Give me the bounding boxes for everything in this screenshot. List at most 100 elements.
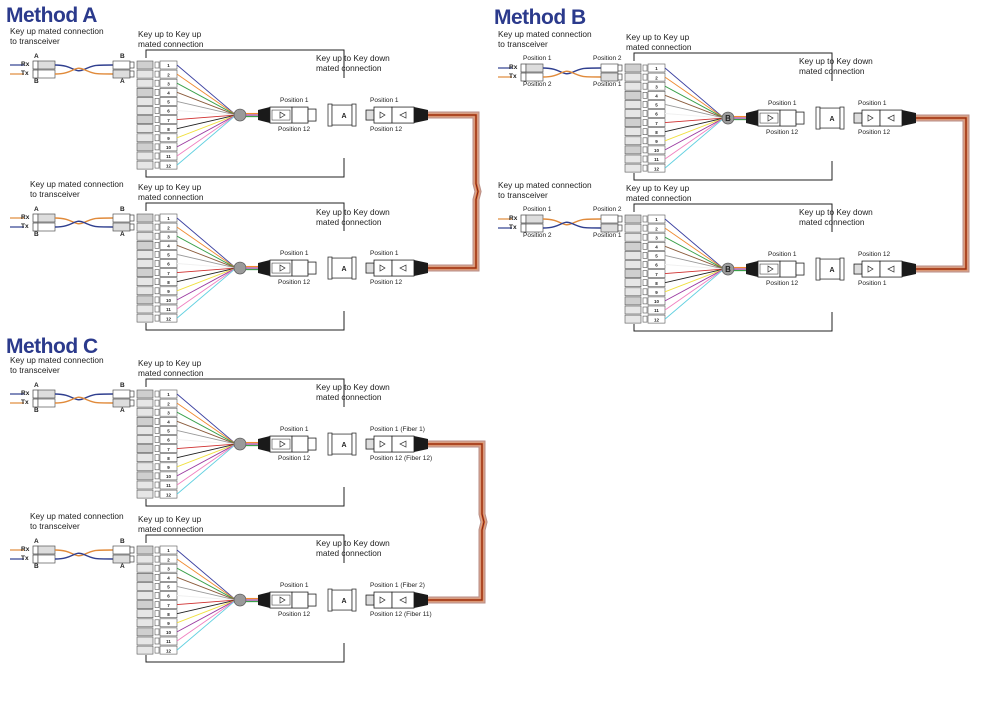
adapter-port	[136, 222, 154, 232]
mpo-coupling	[291, 106, 309, 124]
port-number-label: 11	[654, 157, 659, 162]
fanout-fiber	[176, 91, 237, 116]
mpo-key-arrow-icon	[399, 264, 407, 272]
mpo-key-arrow-icon	[767, 265, 774, 273]
port-number-label: 10	[166, 298, 172, 303]
duplex-connector-body	[525, 214, 544, 224]
duplex-far-bottom-label: A	[120, 231, 125, 238]
port-ferrule	[154, 61, 160, 69]
port-ferrule	[154, 463, 160, 471]
adapter-port	[136, 160, 154, 170]
trunk-cable	[428, 441, 487, 603]
port-ferrule	[642, 73, 648, 81]
fanout-fiber	[176, 64, 237, 116]
method-title: Method B	[494, 6, 586, 29]
fanout-fiber	[176, 429, 237, 445]
mpo-connector-right	[365, 435, 428, 453]
duplex-far-bottom-label: A	[120, 78, 125, 85]
port-number-label: 7	[167, 271, 170, 276]
fanout-fiber	[664, 268, 725, 311]
duplex-connector-ferrule	[617, 64, 623, 72]
mpo-key-arrow-icon	[887, 114, 895, 122]
trunk-cable	[916, 117, 967, 270]
mpo-connector-left	[746, 260, 805, 278]
port-number-label: 12	[166, 163, 172, 168]
duplex-connector-boot	[32, 554, 39, 564]
duplex-connector-ferrule	[129, 214, 135, 222]
mpo-coupling	[779, 260, 797, 278]
left-connector-top-label: Position 1	[768, 100, 797, 108]
right-connector-bottom-label: Position 12 (Fiber 11)	[370, 611, 432, 619]
adapter-port	[136, 600, 154, 609]
cassette-frame	[145, 643, 345, 663]
mpo-connector-left	[746, 109, 805, 127]
port-ferrule	[154, 490, 160, 498]
port-number-label: 8	[167, 280, 170, 285]
right-connector-top-label: Position 1 (Fiber 1)	[370, 426, 425, 434]
port-ferrule	[642, 146, 648, 154]
port-ferrule	[154, 555, 160, 563]
port-number-label: 1	[167, 392, 170, 397]
adapter-port	[624, 260, 642, 269]
adapter-port	[136, 545, 154, 555]
left-connector-top-label: Position 1	[280, 250, 309, 258]
port-number-label: 6	[167, 109, 170, 114]
mpo-boot	[902, 110, 916, 127]
port-ferrule	[154, 454, 160, 462]
patch-cord-fiber	[54, 396, 114, 404]
port-ferrule	[154, 79, 160, 87]
cassette-frame	[633, 161, 833, 181]
fanout-fiber	[176, 217, 237, 269]
port-ferrule	[642, 224, 648, 232]
port-ferrule	[154, 546, 160, 554]
adapter-port	[624, 136, 642, 146]
mpo-connector-right	[853, 260, 916, 278]
cassette-frame	[145, 534, 345, 563]
port-number-label: 2	[655, 75, 658, 80]
fanout-fiber	[176, 114, 237, 148]
adapter-key-label: A	[829, 116, 834, 123]
duplex-connector-body	[525, 223, 544, 233]
adapter-port	[136, 426, 154, 435]
mpo-housing	[391, 435, 415, 453]
duplex-near-top-label: A	[34, 53, 39, 60]
adapter-port	[136, 304, 154, 314]
adapter-key-label: A	[341, 113, 346, 120]
port-ferrule	[642, 164, 648, 172]
mpo-latch	[759, 112, 779, 124]
duplex-connector-ferrule	[129, 555, 135, 563]
fanout-fiber	[176, 585, 237, 601]
port-ferrule	[154, 573, 160, 581]
left-connector-top-label: Position 1	[280, 582, 309, 590]
port-ferrule	[154, 152, 160, 160]
port-number-label: 6	[167, 594, 170, 599]
port-number-label: 1	[655, 66, 658, 71]
adapter-port	[136, 582, 154, 591]
mpo-ferrule	[795, 262, 805, 276]
port-ferrule	[642, 288, 648, 296]
fanout-fiber	[664, 113, 725, 119]
duplex-far-top-label: Position 2	[593, 206, 622, 213]
port-number-label: 12	[166, 648, 172, 653]
fanout-fiber	[176, 82, 237, 116]
fanout-fiber	[176, 253, 237, 269]
port-ferrule	[154, 278, 160, 286]
fanout-fiber	[176, 267, 237, 274]
duplex-connector-body	[112, 69, 131, 79]
mpo-coupling	[861, 109, 881, 127]
adapter-port	[136, 489, 154, 499]
rx-label: Rx	[21, 214, 30, 221]
port-ferrule	[154, 445, 160, 452]
port-number-label: 5	[167, 585, 170, 590]
port-number-label: 7	[167, 603, 170, 608]
mpo-connector-right	[365, 106, 428, 124]
fanout-hub-label: B	[725, 114, 731, 123]
tx-label: Tx	[21, 399, 29, 406]
right-connector-top-label: Position 1	[370, 250, 399, 258]
port-ferrule	[642, 297, 648, 305]
mpo-coupling	[373, 259, 393, 277]
duplex-connector-body	[37, 222, 56, 232]
port-ferrule	[154, 314, 160, 322]
port-ferrule	[154, 637, 160, 645]
